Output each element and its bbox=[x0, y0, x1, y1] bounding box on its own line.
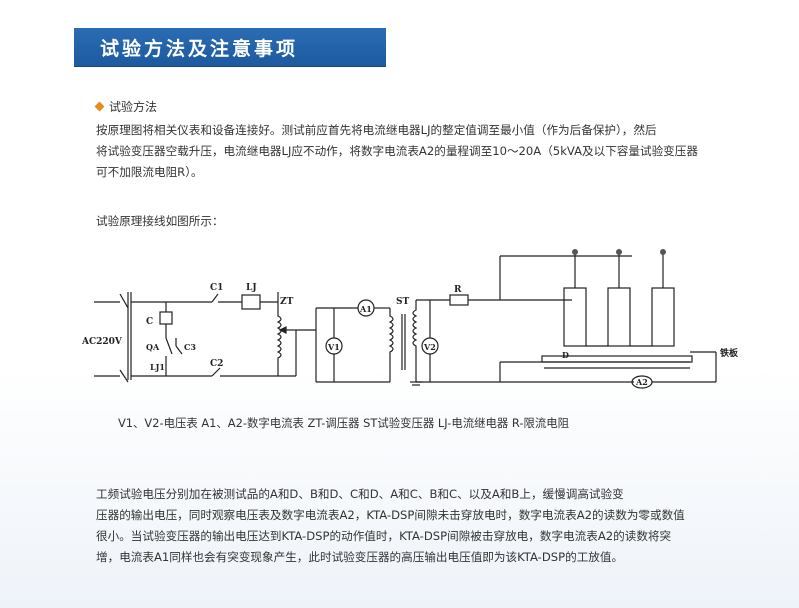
procedure-line: 很小。当试验变压器的输出电压达到KTA-DSP的动作值时，KTA-DSP间隙被击… bbox=[96, 529, 672, 543]
label-lj1: LJ1 bbox=[150, 362, 165, 372]
procedure-paragraph: 工频试验电压分别加在被测试品的A和D、B和D、C和D、A和C、B和C、以及A和B… bbox=[96, 484, 756, 568]
label-a2: A2 bbox=[635, 377, 648, 387]
diagram-legend: V1、V2-电压表 A1、A2-数字电流表 ZT-调压器 ST试验变压器 LJ-… bbox=[118, 416, 570, 430]
label-v2: V2 bbox=[423, 342, 436, 352]
procedure-line: 工频试验电压分别加在被测试品的A和D、B和D、C和D、A和C、B和C、以及A和B… bbox=[96, 487, 624, 501]
procedure-line: 压器的输出电压，同时观察电压表及数字电流表A2，KTA-DSP间隙未击穿放电时，… bbox=[96, 508, 685, 522]
label-r: R bbox=[454, 285, 462, 295]
label-st: ST bbox=[396, 297, 409, 307]
page-title: 试验方法及注意事项 bbox=[100, 38, 299, 60]
label-plate: 铁板 bbox=[720, 347, 739, 359]
method-line: 将试验变压器空载升压，电流继电器LJ应不动作，将数字电流表A2的量程调至10～2… bbox=[96, 144, 698, 158]
terminal-c bbox=[660, 249, 666, 255]
label-d: D bbox=[562, 350, 569, 360]
label-lj: LJ bbox=[246, 283, 257, 293]
procedure-line: 增，电流表A1同样也会有突变现象产生，此时试验变压器的高压输出电压值即为该KTA… bbox=[96, 550, 624, 564]
label-c: C bbox=[146, 317, 153, 327]
terminal-a bbox=[572, 249, 578, 255]
diamond-bullet-icon bbox=[94, 101, 105, 112]
label-v1: V1 bbox=[327, 342, 340, 352]
label-a1: A1 bbox=[359, 304, 372, 314]
label-c1: C1 bbox=[210, 283, 223, 293]
title-banner: 试验方法及注意事项 bbox=[74, 28, 386, 66]
label-qa: QA bbox=[146, 342, 160, 352]
method-line: 可不加限流电阻R）。 bbox=[96, 165, 203, 179]
label-c3: C3 bbox=[184, 342, 196, 352]
method-line: 按原理图将相关仪表和设备连接好。测试前应首先将电流继电器LJ的整定值调至最小值（… bbox=[96, 123, 657, 137]
label-source: AC220V bbox=[81, 337, 123, 347]
method-paragraph: 按原理图将相关仪表和设备连接好。测试前应首先将电流继电器LJ的整定值调至最小值（… bbox=[96, 120, 736, 183]
circuit-diagram: AC220V C1 LJ ZT A1 ST R C QA C3 LJ1 C2 V… bbox=[81, 249, 739, 389]
terminal-b bbox=[616, 249, 622, 255]
label-c2: C2 bbox=[210, 359, 223, 369]
section-heading: 试验方法 bbox=[94, 98, 158, 115]
label-zt: ZT bbox=[280, 297, 294, 307]
section-heading-text: 试验方法 bbox=[109, 100, 158, 114]
diagram-intro: 试验原理接线如图所示： bbox=[96, 214, 224, 228]
